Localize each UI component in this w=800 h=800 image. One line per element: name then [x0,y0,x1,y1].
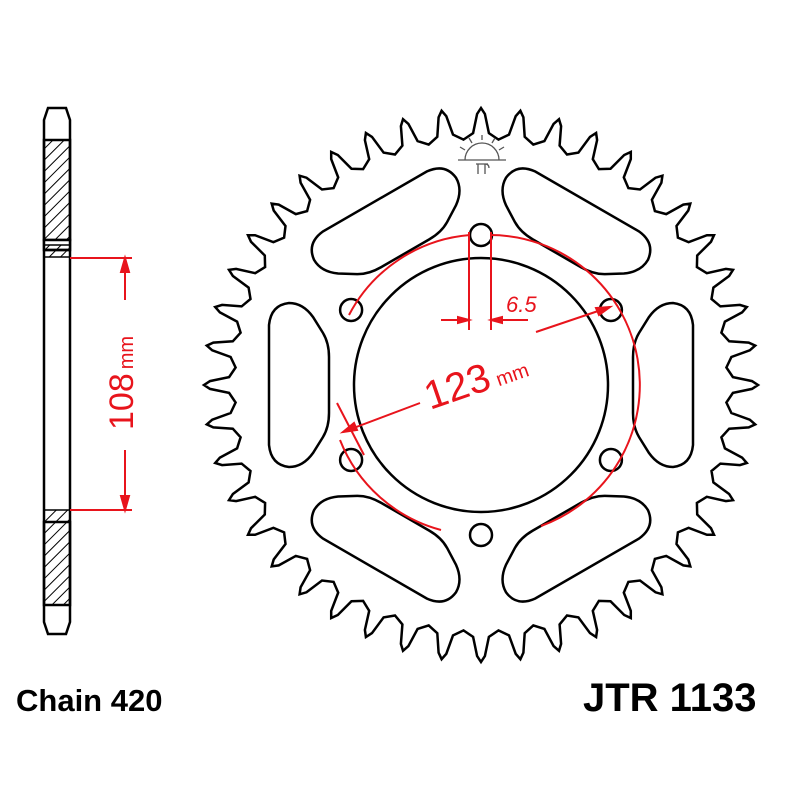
bolt-hole [468,522,494,548]
lightening-slot [267,301,331,469]
pcd-dimension-label: 123mm [419,342,534,418]
sprocket-front-view [201,105,761,665]
bolt-hole [338,447,364,473]
side-dimension [70,254,132,514]
lightening-slot [310,494,461,603]
jt-sun-logo-icon [458,135,506,174]
pcd-dimension [336,234,641,531]
bolt-hole [468,222,494,248]
part-number: JTR 1133 [583,676,757,720]
sprocket-teeth-outline [201,105,761,665]
hatched-section-bottom [42,520,72,607]
bolt-hole [598,447,624,473]
center-bore [352,256,610,514]
hole-dimension-label: 6.5 [506,292,537,317]
chain-label: Chain 420 [16,683,163,718]
hatched-section-top [42,138,72,242]
hole-dimension [441,232,528,330]
lightening-slot [501,167,652,276]
side-dimension-label: 108mm [103,336,141,430]
lightening-slot [631,301,695,469]
side-view [42,106,72,636]
bolt-hole [338,297,364,323]
lightening-slot [501,494,652,603]
lightening-slot [310,167,461,276]
